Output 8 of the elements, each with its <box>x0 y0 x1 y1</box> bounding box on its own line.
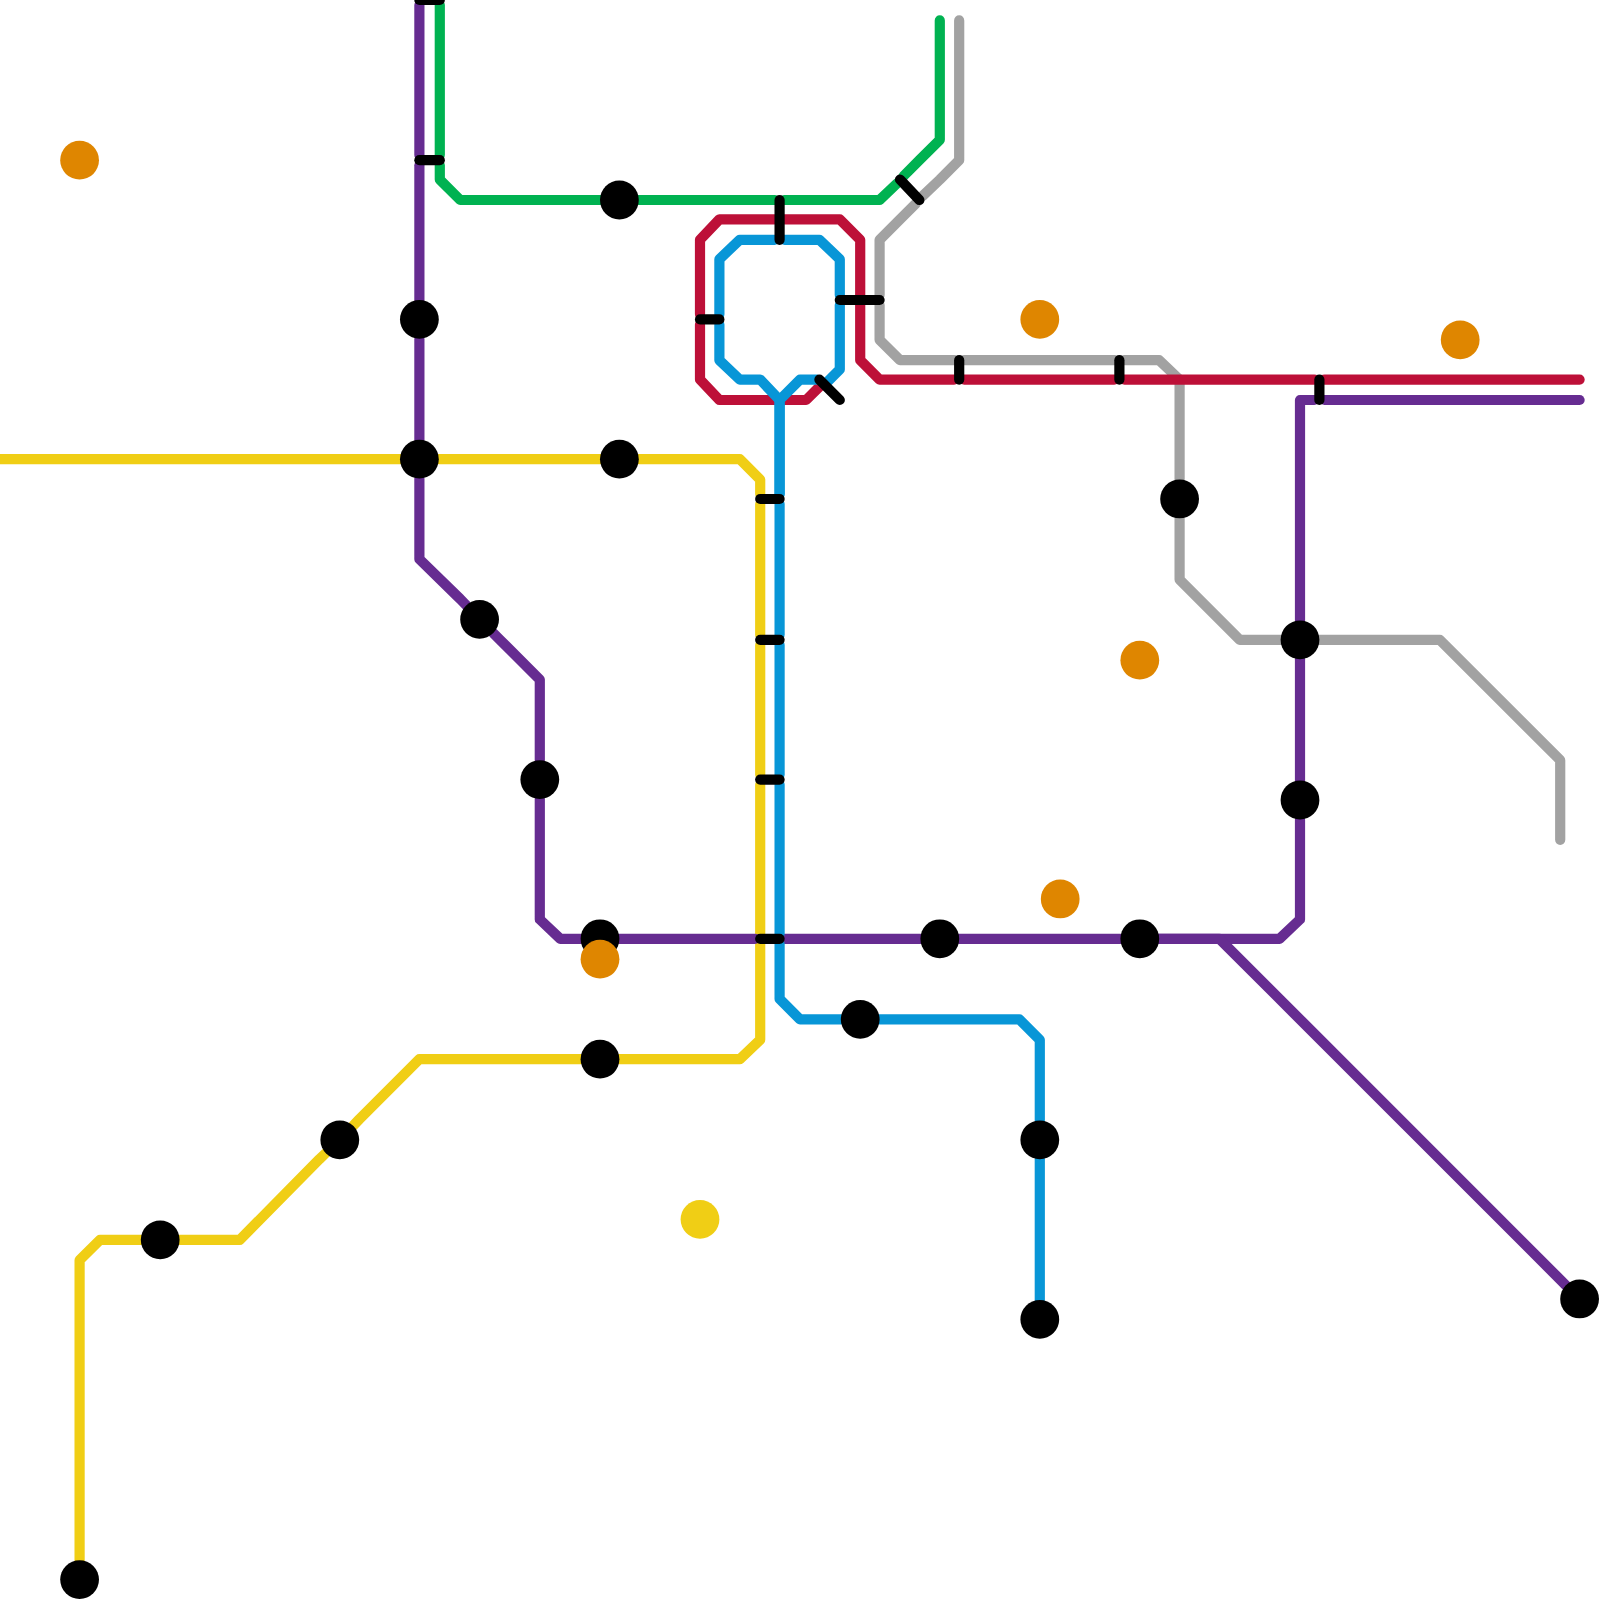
route-line <box>694 319 825 406</box>
route-line <box>1319 394 1585 406</box>
route-line <box>898 15 945 182</box>
route-line <box>1319 374 1585 385</box>
route-line <box>874 198 921 300</box>
route-line <box>823 300 845 387</box>
route-line <box>917 15 965 202</box>
route-line <box>779 178 902 206</box>
